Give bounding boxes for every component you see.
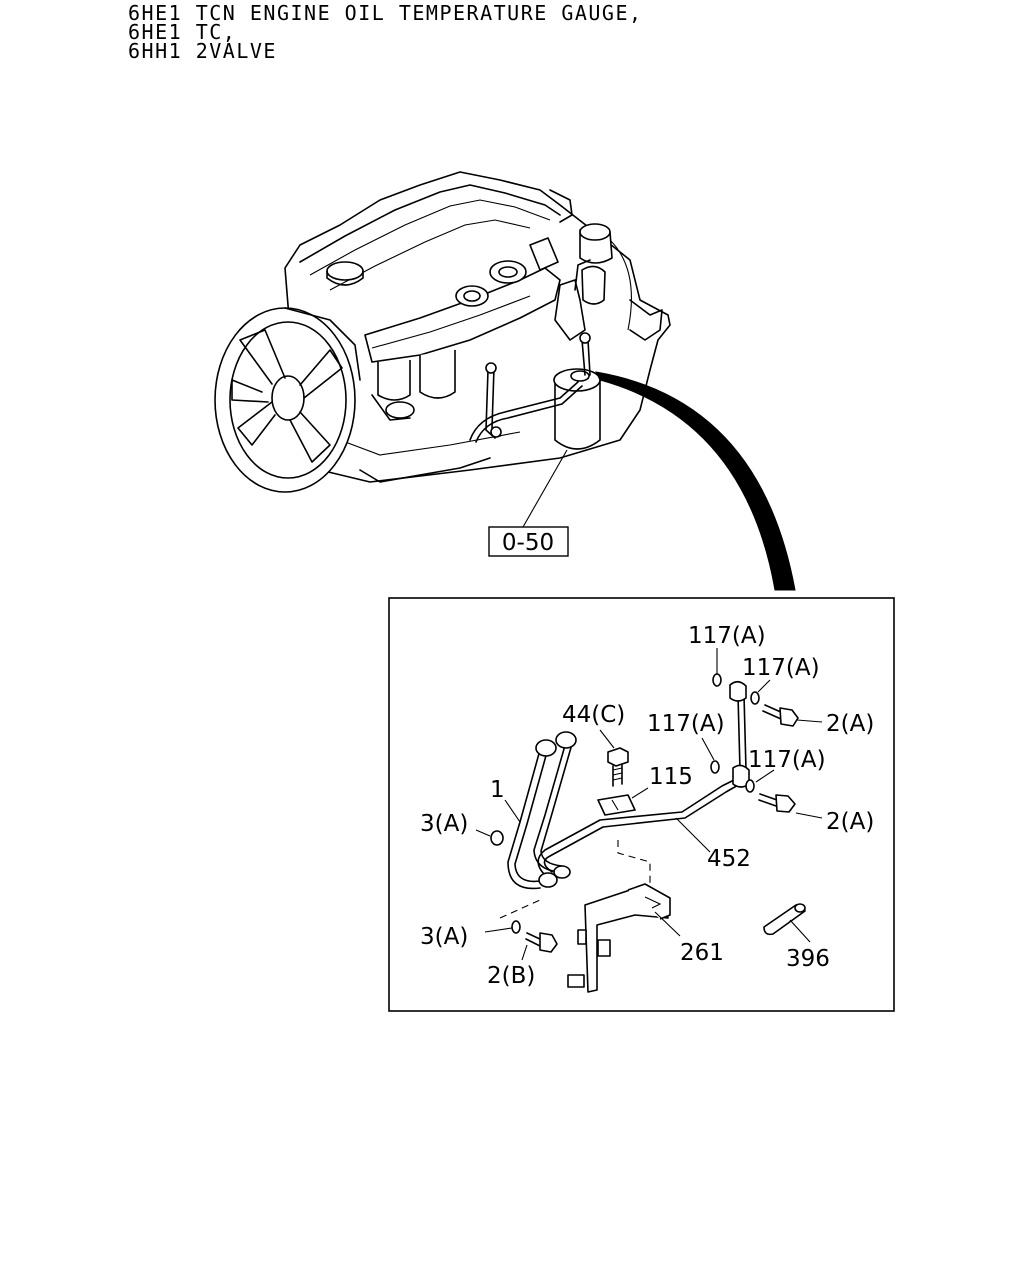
clip-115 [597,794,636,816]
title-line-3: 6HH1 2VALVE [128,39,277,63]
title-block: 6HE1 TCN ENGINE OIL TEMPERATURE GAUGE, 6… [128,1,643,63]
engine-illustration [214,171,671,493]
washer-117a-mid-right [745,779,755,793]
washer-3a-top [490,830,504,846]
title-line-1: 6HE1 TCN ENGINE OIL TEMPERATURE GAUGE, [128,1,643,25]
callout-3a-top: 3(A) [420,811,468,837]
callout-44c: 44(C) [562,702,625,728]
detail-leader-arc [595,371,796,591]
bolt-2a-mid [758,793,796,813]
title-line-2: 6HE1 TC, [128,20,237,44]
leader-lines [475,648,823,961]
bracket-261 [567,883,671,993]
callout-1: 1 [490,777,505,803]
callout-2a-top: 2(A) [826,711,874,737]
washer-117a-right [750,691,760,705]
callout-117a-top: 117(A) [688,623,766,649]
detail-box [388,597,895,1012]
callout-261: 261 [680,940,724,966]
callout-117a-mid: 117(A) [647,711,725,737]
callout-117a-right: 117(A) [742,655,820,681]
oil-pipe-1 [507,731,577,890]
ref-box [488,526,569,557]
callout-2a-mid: 2(A) [826,809,874,835]
callout-117a-mid-right: 117(A) [748,747,826,773]
callout-396: 396 [786,946,830,972]
callout-452: 452 [707,846,751,872]
callout-115: 115 [649,764,693,790]
ref-leader-line [522,449,568,528]
ref-box-label: 0-50 [502,530,554,556]
bolt-44c [607,747,629,787]
washer-117a-mid [710,760,720,774]
pin-396 [763,903,806,936]
bolt-2b [525,932,558,953]
washer-117a-top [712,673,722,687]
washer-3a-bottom [511,920,521,934]
bolt-2a-top [762,704,799,727]
callout-2b: 2(B) [487,963,535,989]
dash-line-clip [617,840,651,895]
dash-line-bolt [499,899,541,919]
callout-3a-bottom: 3(A) [420,924,468,950]
